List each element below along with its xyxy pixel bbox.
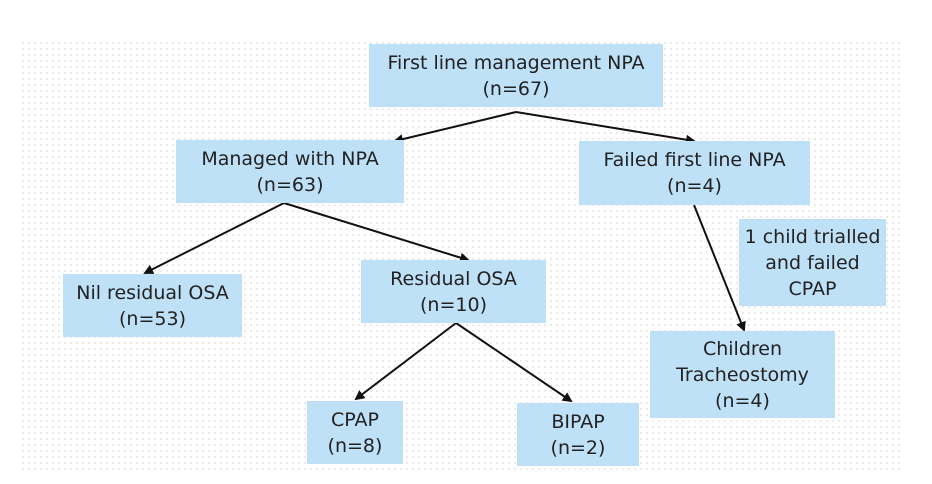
node-managed-with-npa: Managed with NPA (n=63) bbox=[176, 140, 404, 203]
node-count: (n=53) bbox=[119, 307, 186, 330]
node-count: (n=10) bbox=[420, 293, 487, 316]
node-label: Failed first line NPA bbox=[603, 149, 786, 171]
arrow-residual-to-cpap bbox=[354, 322, 457, 401]
tracheostomy-count: (n=4) bbox=[715, 389, 770, 412]
node-label: Managed with NPA bbox=[201, 147, 379, 170]
node-children-tracheostomy: Children Tracheostomy (n=4) bbox=[650, 331, 835, 418]
node-note-cpap-trial: 1 child trialled and failed CPAP bbox=[739, 219, 886, 306]
node-count: (n=67) bbox=[482, 77, 550, 100]
arrow-failed-to-tracheostomy bbox=[693, 204, 746, 332]
tracheostomy-line-2: Tracheostomy bbox=[676, 363, 809, 386]
node-count: (n=63) bbox=[256, 173, 324, 196]
node-bipap: BIPAP (n=2) bbox=[517, 403, 639, 466]
note-line-1: 1 child trialled bbox=[744, 225, 881, 248]
note-line-3: CPAP bbox=[788, 277, 837, 300]
arrow-first-line-to-failed bbox=[515, 111, 696, 145]
node-label: Residual OSA bbox=[390, 267, 517, 290]
node-label: CPAP bbox=[331, 408, 379, 431]
note-line-2: and failed bbox=[765, 251, 860, 274]
node-first-line-management: First line management NPA (n=67) bbox=[369, 44, 663, 107]
node-label: First line management NPA bbox=[387, 51, 645, 74]
arrow-managed-to-residual bbox=[283, 202, 470, 263]
node-label: Nil residual OSA bbox=[76, 281, 229, 304]
node-label: BIPAP bbox=[551, 410, 605, 433]
node-count: (n=8) bbox=[327, 434, 383, 457]
node-cpap: CPAP (n=8) bbox=[307, 401, 403, 464]
node-residual-osa: Residual OSA (n=10) bbox=[361, 260, 546, 323]
node-failed-first-line-npa: Failed first line NPA (n=4) bbox=[579, 141, 810, 205]
arrow-first-line-to-managed bbox=[393, 111, 517, 144]
node-nil-residual-osa: Nil residual OSA (n=53) bbox=[63, 274, 242, 337]
node-count: (n=2) bbox=[550, 436, 606, 459]
arrow-residual-to-bipap bbox=[455, 322, 573, 403]
tracheostomy-line-1: Children bbox=[702, 337, 783, 360]
arrow-managed-to-nil-residual bbox=[143, 202, 285, 274]
node-count: (n=4) bbox=[667, 175, 722, 197]
